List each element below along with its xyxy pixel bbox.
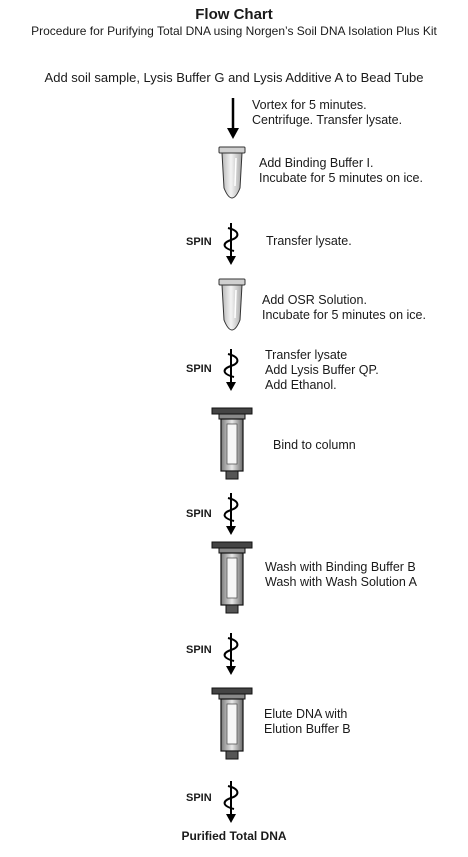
spin-label: SPIN: [186, 508, 212, 520]
page-subtitle: Procedure for Purifying Total DNA using …: [31, 24, 437, 38]
page-title: Flow Chart: [195, 6, 273, 23]
step-note-5: Transfer lysate Add Lysis Buffer QP. Add…: [265, 348, 379, 393]
step-note-line: Elute DNA with: [264, 707, 348, 721]
spin-arrow-icon: [223, 781, 239, 823]
spin-arrow-icon: [223, 633, 239, 675]
spin-arrow-icon: [223, 493, 239, 535]
spin-label: SPIN: [186, 363, 212, 375]
spin-column-icon: [211, 687, 253, 760]
start-step: Add soil sample, Lysis Buffer G and Lysi…: [44, 70, 424, 85]
step-note-6: Bind to column: [273, 438, 356, 453]
spin-column-icon: [211, 541, 253, 614]
spin-label: SPIN: [186, 792, 212, 804]
step-note-line: Add Ethanol.: [265, 378, 337, 392]
spin-column-icon: [211, 407, 253, 480]
step-note-line: Add OSR Solution.: [262, 293, 367, 307]
step-note-3: Transfer lysate.: [266, 234, 352, 249]
step-note-line: Add Binding Buffer I.: [259, 156, 374, 170]
step-note-line: Vortex for 5 minutes.: [252, 98, 367, 112]
step-note-line: Wash with Binding Buffer B: [265, 560, 416, 574]
step-note-line: Transfer lysate: [265, 348, 348, 362]
step-note-1: Vortex for 5 minutes. Centrifuge. Transf…: [252, 98, 402, 128]
step-note-line: Incubate for 5 minutes on ice.: [262, 308, 426, 322]
spin-arrow-icon: [223, 223, 239, 265]
spin-label: SPIN: [186, 644, 212, 656]
step-note-4: Add OSR Solution. Incubate for 5 minutes…: [262, 293, 426, 323]
step-note-7: Wash with Binding Buffer B Wash with Was…: [265, 560, 417, 590]
step-note-line: Incubate for 5 minutes on ice.: [259, 171, 423, 185]
step-note-8: Elute DNA with Elution Buffer B: [264, 707, 351, 737]
microtube-icon: [218, 278, 246, 331]
step-note-line: Transfer lysate.: [266, 234, 352, 248]
step-note-line: Centrifuge. Transfer lysate.: [252, 113, 403, 127]
final-step: Purified Total DNA: [181, 829, 287, 843]
step-note-line: Wash with Wash Solution A: [265, 575, 417, 589]
spin-label: SPIN: [186, 236, 212, 248]
microtube-icon: [218, 146, 246, 199]
down-arrow-icon: [227, 98, 239, 139]
step-note-2: Add Binding Buffer I. Incubate for 5 min…: [259, 156, 423, 186]
step-note-line: Elution Buffer B: [264, 722, 351, 736]
spin-arrow-icon: [223, 349, 239, 391]
step-note-line: Bind to column: [273, 438, 356, 452]
step-note-line: Add Lysis Buffer QP.: [265, 363, 379, 377]
